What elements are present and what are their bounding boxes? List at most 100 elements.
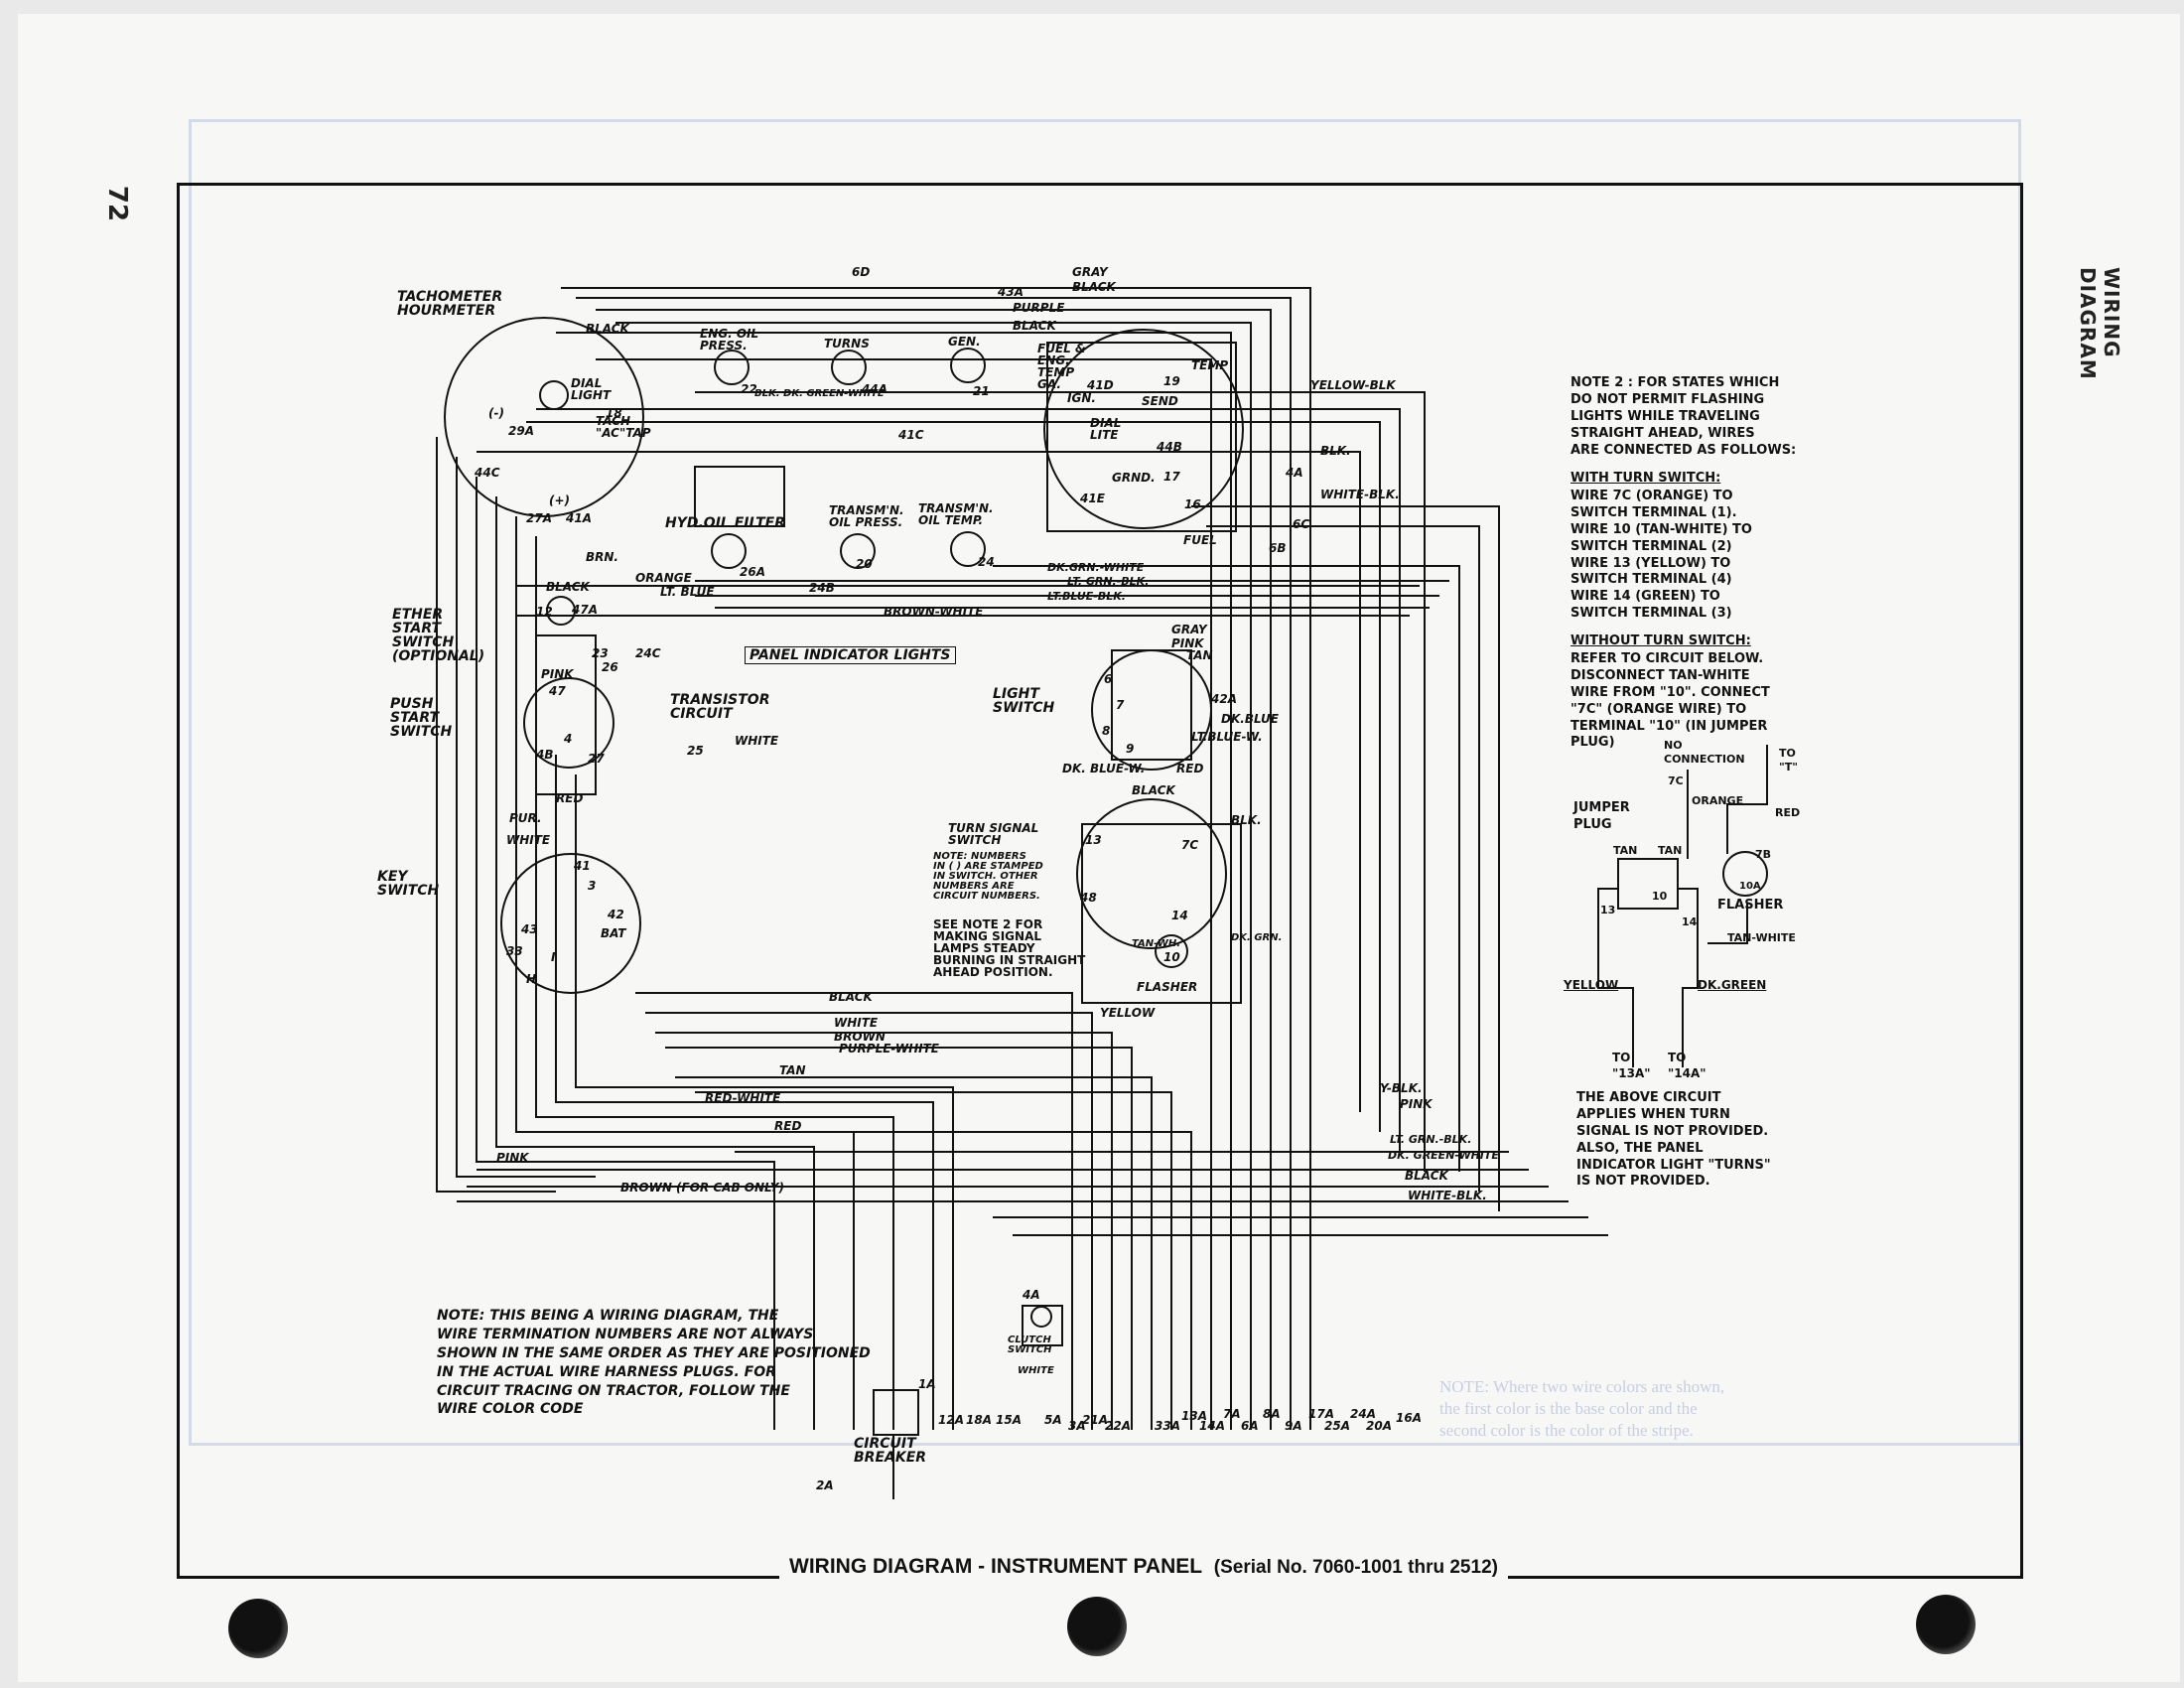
serial-range: (Serial No. 7060-1001 thru 2512): [1213, 1557, 1498, 1578]
manual-page: [18, 14, 2180, 1682]
term-41a: 41A: [566, 511, 592, 525]
wire-brown-white: BROWN-WHITE: [884, 605, 984, 619]
eng-oil-label: ENG. OIL PRESS.: [700, 327, 759, 352]
tach-tap-label: TACH "AC"TAP: [596, 414, 651, 440]
jumper-tan-white: TAN-WHITE: [1727, 931, 1796, 944]
bt-3a: 3A: [1068, 1419, 1086, 1433]
with-turn-body: WIRE 7C (ORANGE) TO SWITCH TERMINAL (1).…: [1570, 489, 1752, 622]
wire-purple-top: PURPLE: [1013, 301, 1065, 315]
term-16: 16: [1184, 497, 1201, 511]
clutch-white: WHITE: [1018, 1365, 1054, 1376]
wire-red-mid: RED: [1176, 762, 1204, 775]
wire-brown: BROWN: [834, 1030, 886, 1044]
note-2: NOTE 2 : FOR STATES WHICH DO NOT PERMIT …: [1570, 375, 1797, 458]
gen-label: GEN.: [948, 335, 981, 349]
term-4a-clutch: 4A: [1023, 1288, 1040, 1302]
dial-lite-label: DIAL LITE: [1090, 416, 1122, 442]
term-47a: 47A: [572, 603, 598, 617]
binder-hole-center: [1067, 1597, 1127, 1656]
transm-press-label: TRANSM'N. OIL PRESS.: [829, 503, 904, 529]
hyd-oil-label: HYD.OIL FILTER: [665, 515, 785, 531]
term-41c: 41C: [898, 428, 924, 442]
wire-blk-right: BLK.: [1320, 444, 1351, 458]
clutch-label: CLUTCH SWITCH: [1008, 1335, 1052, 1355]
flasher-label: FLASHER: [1137, 980, 1198, 994]
wire-purple-white: PURPLE-WHITE: [839, 1042, 939, 1055]
wire-yellow-blk: YELLOW-BLK: [1310, 378, 1396, 392]
to-13a-label: TO "13A": [1612, 1051, 1651, 1080]
bt-12a: 12A: [938, 1413, 964, 1427]
term-43a: 43A: [998, 285, 1024, 299]
jumper-yellow: YELLOW: [1564, 978, 1619, 992]
wire-tan: TAN: [1186, 648, 1213, 662]
wire-orange: ORANGE: [635, 571, 692, 585]
term-24b: 24B: [809, 581, 835, 595]
wire-y-blk: Y-BLK.: [1380, 1081, 1423, 1095]
turn-signal-label: TURN SIGNAL SWITCH: [948, 821, 1039, 847]
ign-label: IGN.: [1067, 391, 1096, 405]
term-minus: (-): [488, 406, 504, 420]
bt-14a: 14A: [1199, 1419, 1225, 1433]
wire-black-mid: BLACK: [1132, 783, 1175, 797]
term-6b: 6B: [1269, 541, 1287, 555]
wiring-note: NOTE: THIS BEING A WIRING DIAGRAM, THE W…: [437, 1308, 871, 1418]
term-7: 7: [1116, 698, 1125, 712]
jumper-10: 10: [1652, 890, 1668, 903]
term-33: 33: [506, 944, 523, 958]
term-41d: 41D: [1087, 378, 1114, 392]
wire-red-bottom: RED: [774, 1119, 802, 1133]
term-i: I: [551, 950, 556, 964]
wire-dk-green-white: DK. GREEN-WHITE: [1388, 1149, 1499, 1162]
wire-blk-mid: BLK.: [1231, 813, 1262, 827]
bt-16a: 16A: [1396, 1411, 1422, 1425]
grnd-label: GRND.: [1112, 471, 1156, 485]
breaker-label: CIRCUIT BREAKER: [854, 1436, 927, 1466]
send-label: SEND: [1142, 394, 1178, 408]
term-plus: (+): [549, 493, 571, 507]
wire-blk-green-white: BLK. DK. GREEN-WHITE: [754, 388, 885, 399]
jumper-10a: 10A: [1739, 881, 1761, 892]
key-switch-label: KEY SWITCH: [377, 869, 440, 899]
bt-7a: 7A: [1223, 1407, 1241, 1421]
term-6c: 6C: [1293, 517, 1310, 531]
bt-17a: 17A: [1308, 1407, 1334, 1421]
jumper-red: RED: [1775, 806, 1801, 819]
wire-tan-bottom: TAN: [779, 1063, 806, 1077]
jumper-orange: ORANGE: [1692, 794, 1744, 807]
wire-gray: GRAY: [1072, 265, 1108, 279]
term-14: 14: [1171, 909, 1188, 922]
transm-temp-label: TRANSM'N. OIL TEMP.: [918, 501, 994, 527]
term-42: 42: [608, 908, 624, 921]
jumper-13: 13: [1600, 904, 1616, 916]
wire-brn: BRN.: [586, 550, 618, 564]
binder-hole-right: [1916, 1595, 1976, 1654]
wire-pink-right: PINK: [1400, 1097, 1433, 1111]
push-start-label: PUSH START SWITCH: [390, 696, 453, 740]
bt-13a: 13A: [1181, 1409, 1207, 1423]
term-bat: BAT: [601, 926, 626, 940]
to-14a-label: TO "14A": [1668, 1051, 1706, 1080]
term-22: 22: [741, 382, 757, 396]
wire-black-left: BLACK: [546, 580, 590, 594]
term-47: 47: [549, 684, 566, 698]
light-switch-label: LIGHT SWITCH: [993, 686, 1055, 716]
term-29a: 29A: [508, 424, 534, 438]
to-t-label: TO "T": [1779, 747, 1798, 774]
diagram-title: WIRING DIAGRAM - INSTRUMENT PANEL (Seria…: [779, 1555, 1508, 1579]
jumper-dk-green: DK.GREEN: [1698, 978, 1767, 992]
term-7c: 7C: [1181, 838, 1199, 852]
term-8: 8: [1102, 724, 1111, 738]
bt-18a: 18A: [966, 1413, 992, 1427]
wire-black-bottom: BLACK: [829, 990, 873, 1004]
term-18: 18: [606, 406, 622, 420]
term-44b: 44B: [1157, 440, 1182, 454]
breaker-1a: 1A: [918, 1377, 936, 1391]
without-turn-body: REFER TO CIRCUIT BELOW. DISCONNECT TAN-W…: [1570, 651, 1770, 751]
wire-white-blk: WHITE-BLK.: [1320, 488, 1400, 501]
term-26a: 26A: [740, 565, 765, 579]
term-41: 41: [574, 859, 591, 873]
wire-yellow: YELLOW: [1100, 1006, 1156, 1020]
wire-black-2: BLACK: [1013, 319, 1056, 333]
bt-22a: 22A: [1105, 1419, 1131, 1433]
